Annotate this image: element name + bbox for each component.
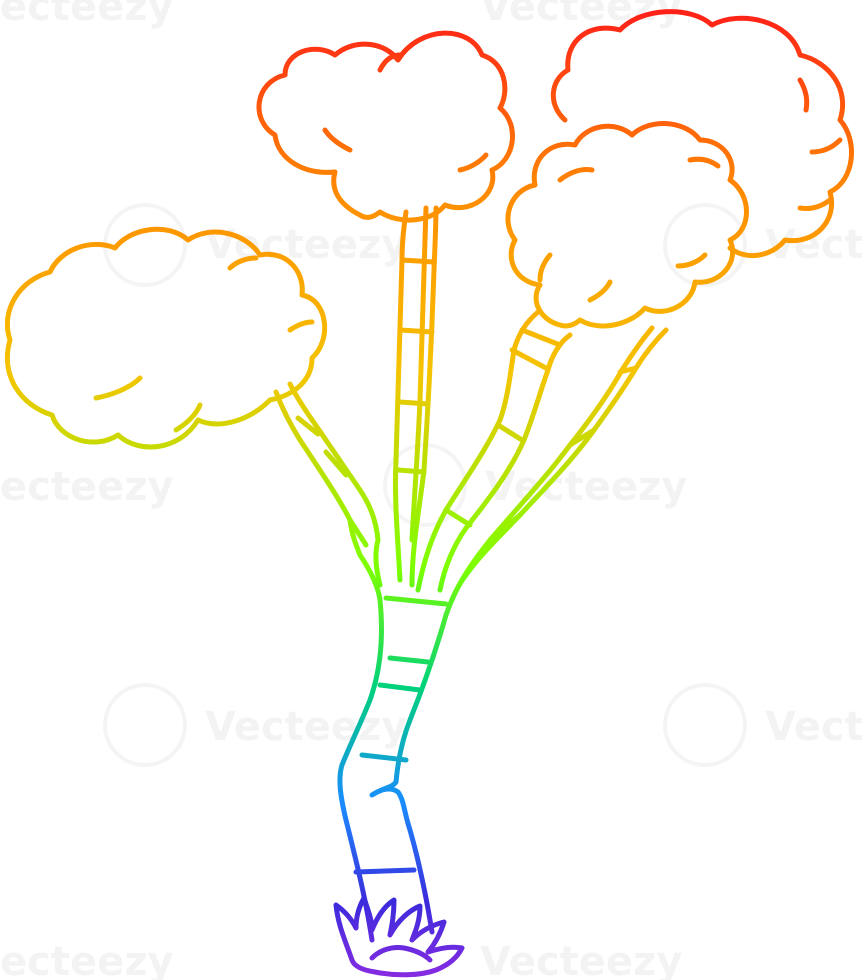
branch-ring — [347, 517, 369, 548]
cloud-detail — [377, 52, 403, 73]
cloud-detail — [287, 319, 315, 333]
trunk-ring — [359, 752, 409, 763]
branch-ring — [519, 327, 563, 348]
branch-ring — [567, 427, 597, 448]
watermark-text: Vecteezy — [480, 939, 682, 980]
branch-right — [415, 309, 541, 593]
cloud-detail — [227, 255, 259, 271]
branch-ring — [295, 415, 321, 437]
watermark-text: Vecteezy — [205, 704, 407, 750]
branch-center — [392, 209, 409, 583]
cloud-detail — [557, 167, 595, 183]
cloud-detail — [93, 375, 143, 401]
branch-ring — [487, 512, 523, 543]
cloud-canopy-left — [4, 226, 328, 450]
branch-ring — [323, 449, 349, 478]
cloud-detail — [809, 137, 843, 155]
watermark-logo-icon — [663, 683, 747, 767]
cloud-detail — [173, 402, 203, 433]
trunk-left-edge — [337, 552, 385, 943]
cloud-canopy-center — [256, 30, 515, 223]
branch-left — [273, 389, 363, 558]
branch-ring — [397, 399, 431, 407]
watermark-logo-icon — [103, 683, 187, 767]
trunk-ring — [353, 867, 417, 875]
cloud-detail — [322, 127, 353, 153]
cloud-detail — [587, 279, 613, 303]
branch-right — [437, 332, 573, 593]
branch-ring — [399, 257, 437, 265]
grass-tuft — [333, 895, 465, 978]
cloud-detail — [797, 77, 810, 113]
watermark-text: ecteezy — [0, 0, 174, 30]
branch-ring — [395, 467, 427, 475]
branch-ring — [397, 327, 435, 335]
trunk-right-edge — [369, 572, 469, 935]
tree-drawing — [4, 9, 854, 978]
trunk-ring — [383, 595, 449, 607]
grass-inner — [369, 945, 433, 963]
branch-ring — [509, 347, 549, 371]
branch-ring — [617, 365, 639, 375]
branch-ring — [443, 507, 473, 528]
cloud-detail — [687, 156, 721, 169]
trunk-ring — [387, 655, 431, 665]
branch-right — [449, 325, 655, 603]
watermark-text: Vecteezy — [485, 464, 687, 510]
watermark-text: Vect — [765, 704, 862, 750]
watermark-text: ecteezy — [0, 464, 174, 510]
watermark-text: ecteezy — [0, 939, 174, 980]
branch-ring — [495, 422, 525, 443]
cloud-detail — [457, 152, 489, 173]
cloud-canopy-front-right — [505, 121, 749, 329]
cloud-canopy-far-right — [550, 9, 854, 259]
branch-center — [409, 205, 439, 588]
watermark-logo-icon — [663, 203, 747, 287]
branch-left — [287, 381, 383, 588]
cloud-detail — [675, 252, 708, 269]
branch-center — [409, 205, 429, 543]
cloud-detail — [797, 197, 833, 211]
cloud-detail — [537, 252, 553, 283]
trunk-ring — [377, 682, 423, 693]
